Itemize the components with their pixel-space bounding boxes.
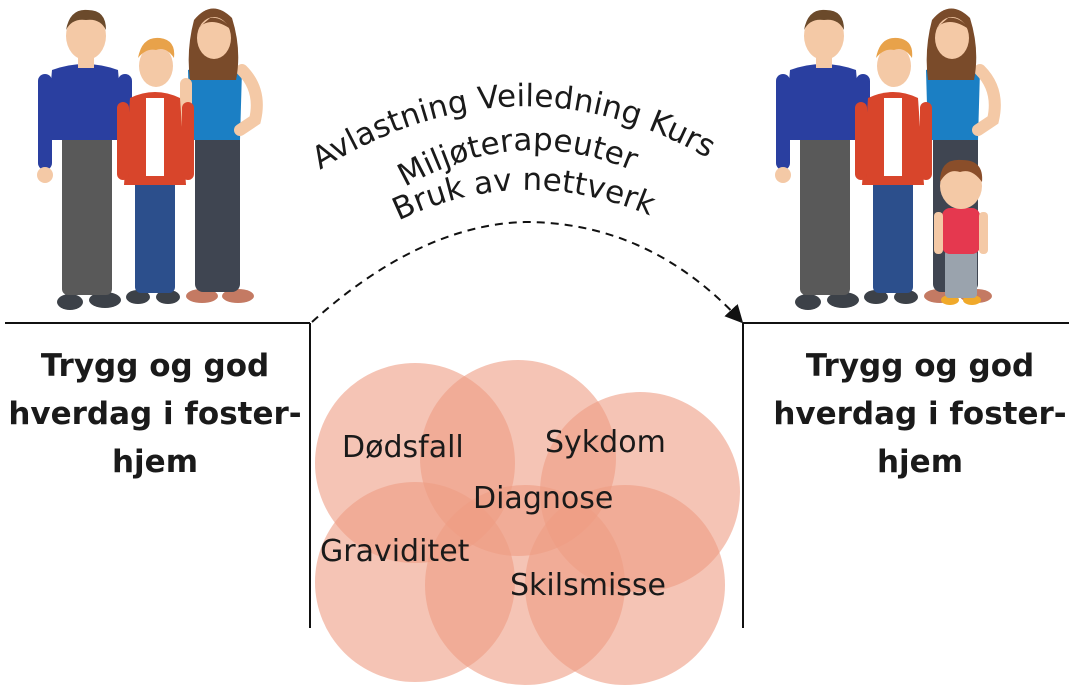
left-label-line1: Trygg og god	[40, 348, 270, 384]
event-graviditet: Graviditet	[320, 534, 470, 569]
father-figure	[37, 9, 132, 310]
left-family-illustration	[37, 8, 263, 310]
event-dodsfall: Dødsfall	[342, 430, 464, 465]
left-label-line3: hjem	[111, 444, 199, 480]
left-label-line2: hverdag i foster-	[8, 396, 302, 432]
event-sykdom: Sykdom	[545, 425, 666, 460]
event-diagnose: Diagnose	[473, 481, 613, 516]
event-skilsmisse: Skilsmisse	[510, 568, 666, 603]
teen-figure-right	[855, 37, 932, 304]
right-label-line1: Trygg og god	[805, 348, 1035, 384]
father-figure-right	[775, 9, 870, 310]
mother-figure	[180, 8, 263, 303]
ground-lines	[5, 322, 1069, 628]
event-circles	[315, 360, 740, 685]
circle-skilsmisse	[525, 485, 725, 685]
child-figure	[934, 159, 988, 305]
right-status-label: Trygg og god hverdag i foster- hjem	[770, 342, 1070, 486]
left-status-label: Trygg og god hverdag i foster- hjem	[5, 342, 305, 486]
right-family-illustration	[775, 8, 1001, 310]
right-label-line3: hjem	[876, 444, 964, 480]
transition-arrow	[311, 220, 744, 324]
teen-figure	[117, 37, 194, 304]
right-label-line2: hverdag i foster-	[773, 396, 1067, 432]
